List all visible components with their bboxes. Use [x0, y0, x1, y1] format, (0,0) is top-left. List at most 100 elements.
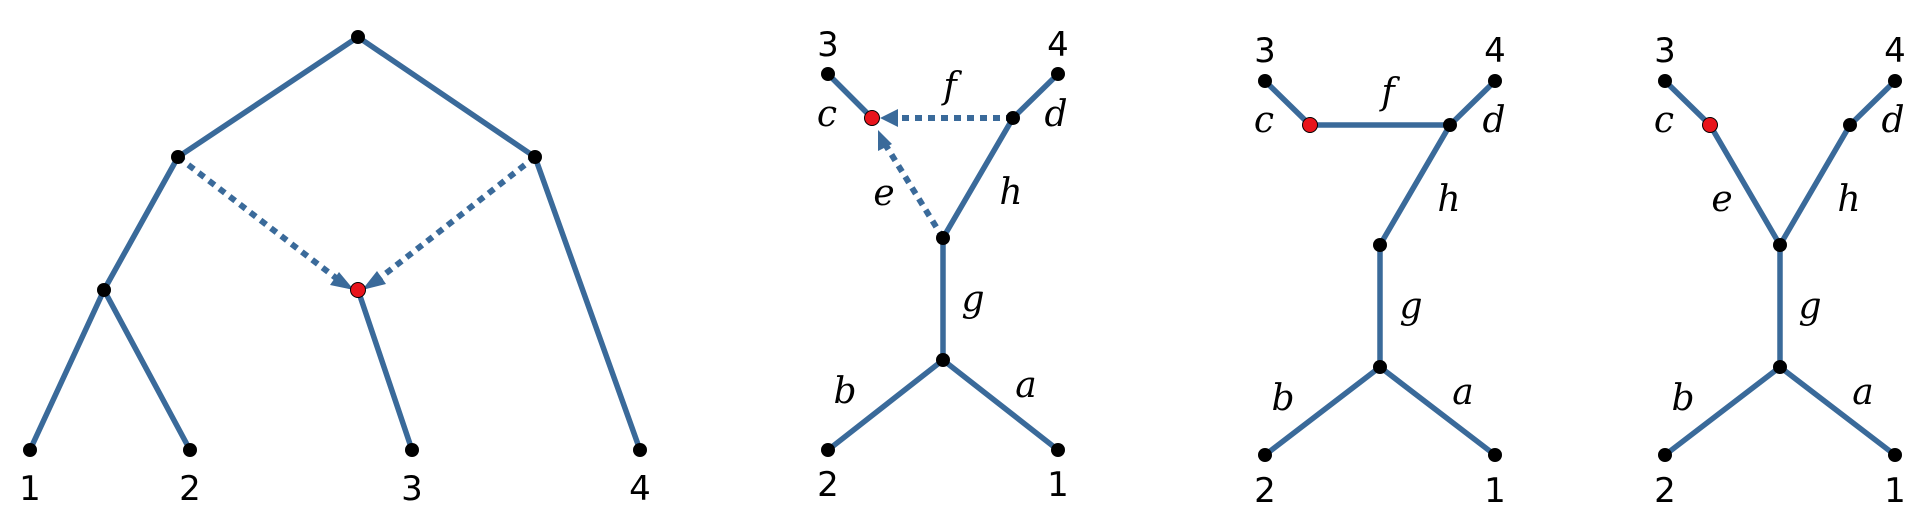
leaf-node: [1051, 443, 1065, 457]
leaf-node: [1658, 74, 1672, 88]
leaf-label: 3: [817, 25, 839, 65]
edge-c: [825, 71, 875, 121]
edge-a: [1777, 364, 1898, 458]
edge-h: [1377, 122, 1453, 248]
leaf-label: 3: [1654, 31, 1676, 71]
reticulation-node: [1302, 117, 1318, 133]
edge-label: c: [1254, 100, 1274, 141]
edge-b: [1662, 364, 1783, 458]
arrowhead-e: [878, 130, 892, 151]
arrowhead-f: [880, 109, 898, 127]
panel-tree-e: 3 4 2 1 c d e h g b a: [1654, 31, 1906, 511]
panel-rooted-network: 1 2 3 4: [19, 30, 651, 509]
leaf-label: 3: [401, 469, 423, 509]
edge-root-right: [355, 34, 538, 160]
reticulation-node: [864, 110, 880, 126]
edge-d: [1010, 71, 1061, 121]
leaf-label: 4: [629, 469, 651, 509]
edge-leaf-4: [532, 154, 643, 453]
arrowhead-right: [362, 271, 386, 290]
internal-node: [1843, 118, 1857, 132]
edge-e: [1707, 122, 1783, 248]
edge-root-left: [175, 34, 361, 160]
leaf-label: 4: [1047, 25, 1069, 65]
leaf-node: [1258, 448, 1272, 462]
edge-label: b: [1671, 378, 1694, 419]
leaf-label: 1: [1484, 471, 1506, 511]
panel-unrooted-network: 3 4 2 1 c f d e h g b a: [817, 25, 1069, 505]
edge-a: [940, 357, 1061, 453]
root-node: [351, 30, 365, 44]
edge-label: c: [1654, 100, 1674, 141]
edge-label: c: [817, 94, 837, 135]
edge-c: [1662, 78, 1713, 128]
edge-b: [1262, 364, 1383, 458]
edge-d: [1447, 78, 1498, 128]
leaf-node: [633, 443, 647, 457]
leaf-node: [1051, 67, 1065, 81]
internal-node: [1443, 118, 1457, 132]
leaf-node: [1658, 448, 1672, 462]
internal-node: [1006, 111, 1020, 125]
edge-b: [825, 357, 946, 453]
leaf-node: [821, 67, 835, 81]
internal-node: [936, 231, 950, 245]
leaf-label: 3: [1254, 31, 1276, 71]
edge-label: d: [1482, 100, 1505, 141]
edge-label: h: [1837, 179, 1860, 220]
edge-leaf-2: [101, 287, 193, 453]
leaf-node: [1258, 74, 1272, 88]
edge-label: g: [961, 279, 984, 320]
edge-leaf-3: [355, 287, 415, 453]
reticulation-edge-left: [176, 154, 338, 281]
internal-node: [171, 150, 185, 164]
leaf-node: [1888, 74, 1902, 88]
reticulation-edge-e: [882, 142, 946, 240]
leaf-node: [821, 443, 835, 457]
edge-c: [1262, 78, 1313, 128]
edge-h: [940, 115, 1016, 241]
leaf-label: 2: [179, 469, 201, 509]
edge-label: b: [833, 371, 856, 412]
leaf-node: [405, 443, 419, 457]
arrowhead-left: [330, 272, 354, 290]
edge-label: e: [1711, 179, 1732, 220]
reticulation-node: [1702, 117, 1718, 133]
edge-h: [1777, 122, 1853, 248]
reticulation-edge-right: [378, 154, 537, 281]
edge-label: f: [940, 66, 962, 107]
edge-label: a: [1452, 372, 1473, 413]
leaf-label: 1: [1884, 471, 1906, 511]
leaf-node: [1888, 448, 1902, 462]
internal-node: [1773, 360, 1787, 374]
leaf-node: [1488, 74, 1502, 88]
panel-tree-f: 3 4 2 1 c f d h g b a: [1254, 31, 1506, 511]
edge-label: a: [1015, 365, 1036, 406]
edge-label: h: [1437, 179, 1460, 220]
edge-label: d: [1044, 94, 1067, 135]
internal-node: [1373, 238, 1387, 252]
edge-label: e: [873, 173, 894, 214]
leaf-label: 4: [1484, 31, 1506, 71]
leaf-label: 2: [1254, 471, 1276, 511]
edge-label: h: [999, 172, 1022, 213]
leaf-node: [23, 443, 37, 457]
leaf-label: 2: [1654, 471, 1676, 511]
reticulation-node: [350, 282, 366, 298]
edge-label: a: [1852, 372, 1873, 413]
edge-leaf-1: [27, 287, 107, 453]
leaf-node: [1488, 448, 1502, 462]
internal-node: [936, 353, 950, 367]
edge-label: b: [1271, 378, 1294, 419]
internal-node: [97, 283, 111, 297]
edge-left-inner: [101, 154, 181, 293]
leaf-node: [183, 443, 197, 457]
leaf-label: 2: [817, 465, 839, 505]
internal-node: [1773, 238, 1787, 252]
leaf-label: 4: [1884, 31, 1906, 71]
edge-label: g: [1798, 286, 1821, 327]
edge-d: [1847, 78, 1898, 128]
leaf-label: 1: [1047, 465, 1069, 505]
internal-node: [528, 150, 542, 164]
edge-label: d: [1881, 100, 1904, 141]
